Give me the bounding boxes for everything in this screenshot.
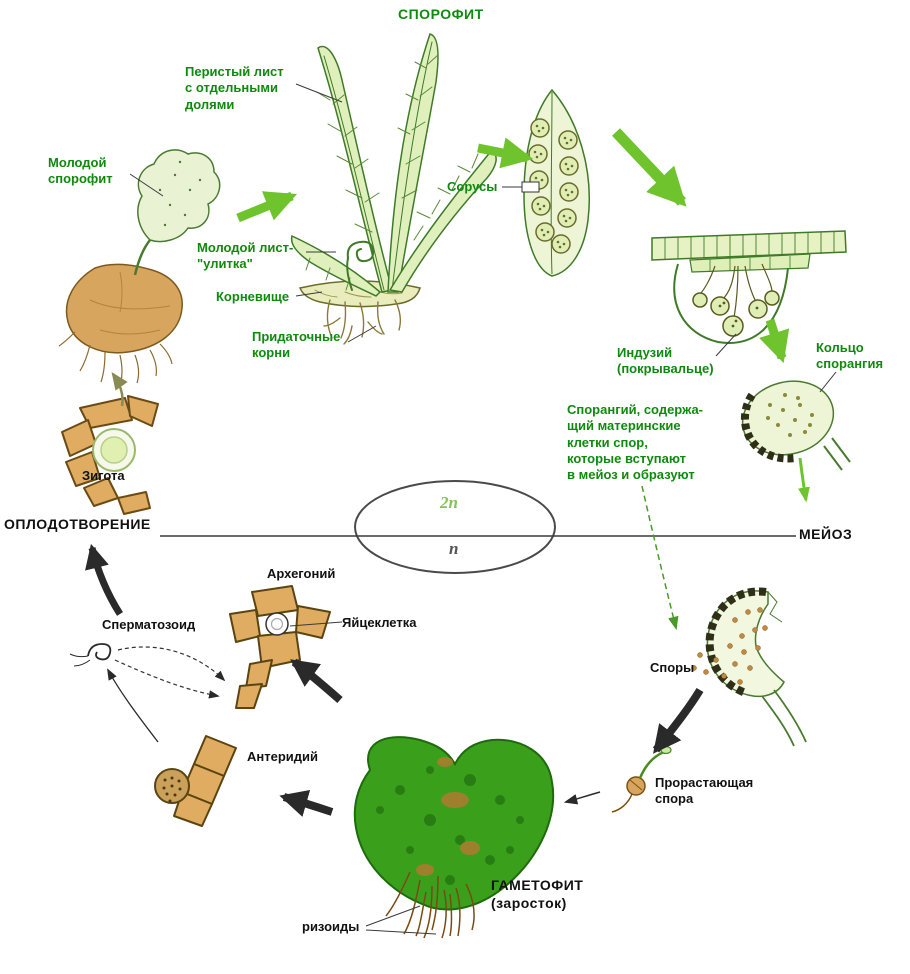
label-adventitious-roots: Придаточные корни bbox=[252, 329, 341, 361]
sporangium-illustration bbox=[741, 380, 851, 471]
label-young-sporophyte: Молодой спорофит bbox=[48, 155, 113, 187]
arrow-spores-to-germination bbox=[652, 687, 704, 754]
label-fertilization: ОПЛОДОТВОРЕНИЕ bbox=[4, 516, 151, 532]
zygote-illustration bbox=[61, 371, 159, 515]
label-rhizoids: ризоиды bbox=[302, 919, 360, 934]
arrow-fern-to-pinna bbox=[477, 137, 534, 169]
arrow-description-to-sporangium bbox=[641, 485, 679, 631]
arrow-sperm-path-1 bbox=[117, 646, 226, 682]
label-spermatozoid: Сперматозоид bbox=[102, 617, 196, 632]
gametophyte-illustration bbox=[353, 736, 555, 939]
cycle-arrows bbox=[85, 128, 810, 817]
arrow-young-sporophyte-to-fern bbox=[236, 191, 298, 223]
label-pinnate-leaf: Перистый лист с отдельными долями bbox=[185, 64, 284, 112]
label-gametophyte: ГАМЕТОФИТ (заросток) bbox=[491, 877, 584, 911]
label-diploid: 2n bbox=[440, 493, 458, 512]
phase-divider bbox=[160, 480, 796, 574]
label-annulus: Кольцо спорангия bbox=[816, 340, 884, 372]
arrow-sperm-path-2 bbox=[114, 659, 220, 699]
arrow-spore-to-gametophyte bbox=[563, 791, 601, 805]
sori-callout-box bbox=[521, 181, 540, 193]
label-haploid: n bbox=[449, 539, 459, 558]
young-sporophyte-illustration bbox=[58, 149, 221, 386]
label-sporangium-description: Спорангий, содержа- щий материнские клет… bbox=[567, 402, 704, 482]
arrow-to-fertilization bbox=[85, 543, 123, 616]
open-sporangium-illustration bbox=[691, 587, 807, 747]
label-zygote: Зигота bbox=[82, 468, 125, 483]
arrow-section-to-sporangium bbox=[759, 318, 790, 364]
label-egg-cell: Яйцеклетка bbox=[342, 615, 417, 630]
pinna-with-sori-illustration bbox=[521, 88, 590, 277]
archegonium-illustration bbox=[229, 585, 331, 709]
label-young-leaf: Молодой лист- "улитка" bbox=[197, 240, 294, 272]
label-pointer-lines bbox=[129, 83, 837, 935]
label-archegonium: Архегоний bbox=[267, 566, 336, 581]
arrow-pinna-to-section bbox=[611, 128, 687, 207]
arrow-gametophyte-to-archegonium bbox=[290, 658, 343, 704]
label-rhizome: Корневище bbox=[216, 289, 290, 304]
label-indusium: Индузий (покрывальце) bbox=[617, 345, 714, 377]
label-sporophyte-title: СПОРОФИТ bbox=[398, 6, 484, 22]
fern-sporophyte-illustration bbox=[290, 33, 497, 345]
label-sori: Сорусы bbox=[447, 179, 498, 194]
arrow-gametophyte-to-antheridium bbox=[279, 789, 334, 817]
antheridium-illustration bbox=[154, 735, 237, 827]
arrow-antheridium-to-sperm bbox=[107, 668, 159, 743]
arrow-sporangium-to-meiosis bbox=[798, 457, 810, 503]
label-antheridium: Антеридий bbox=[247, 749, 319, 764]
leaf-cross-section-illustration bbox=[651, 230, 847, 344]
label-spores: Споры bbox=[650, 660, 695, 675]
germinating-spore-illustration bbox=[611, 745, 672, 813]
label-meiosis: МЕЙОЗ bbox=[799, 526, 853, 542]
spermatozoid-illustration bbox=[69, 643, 112, 667]
label-germinating-spore: Прорастающая спора bbox=[655, 775, 754, 807]
